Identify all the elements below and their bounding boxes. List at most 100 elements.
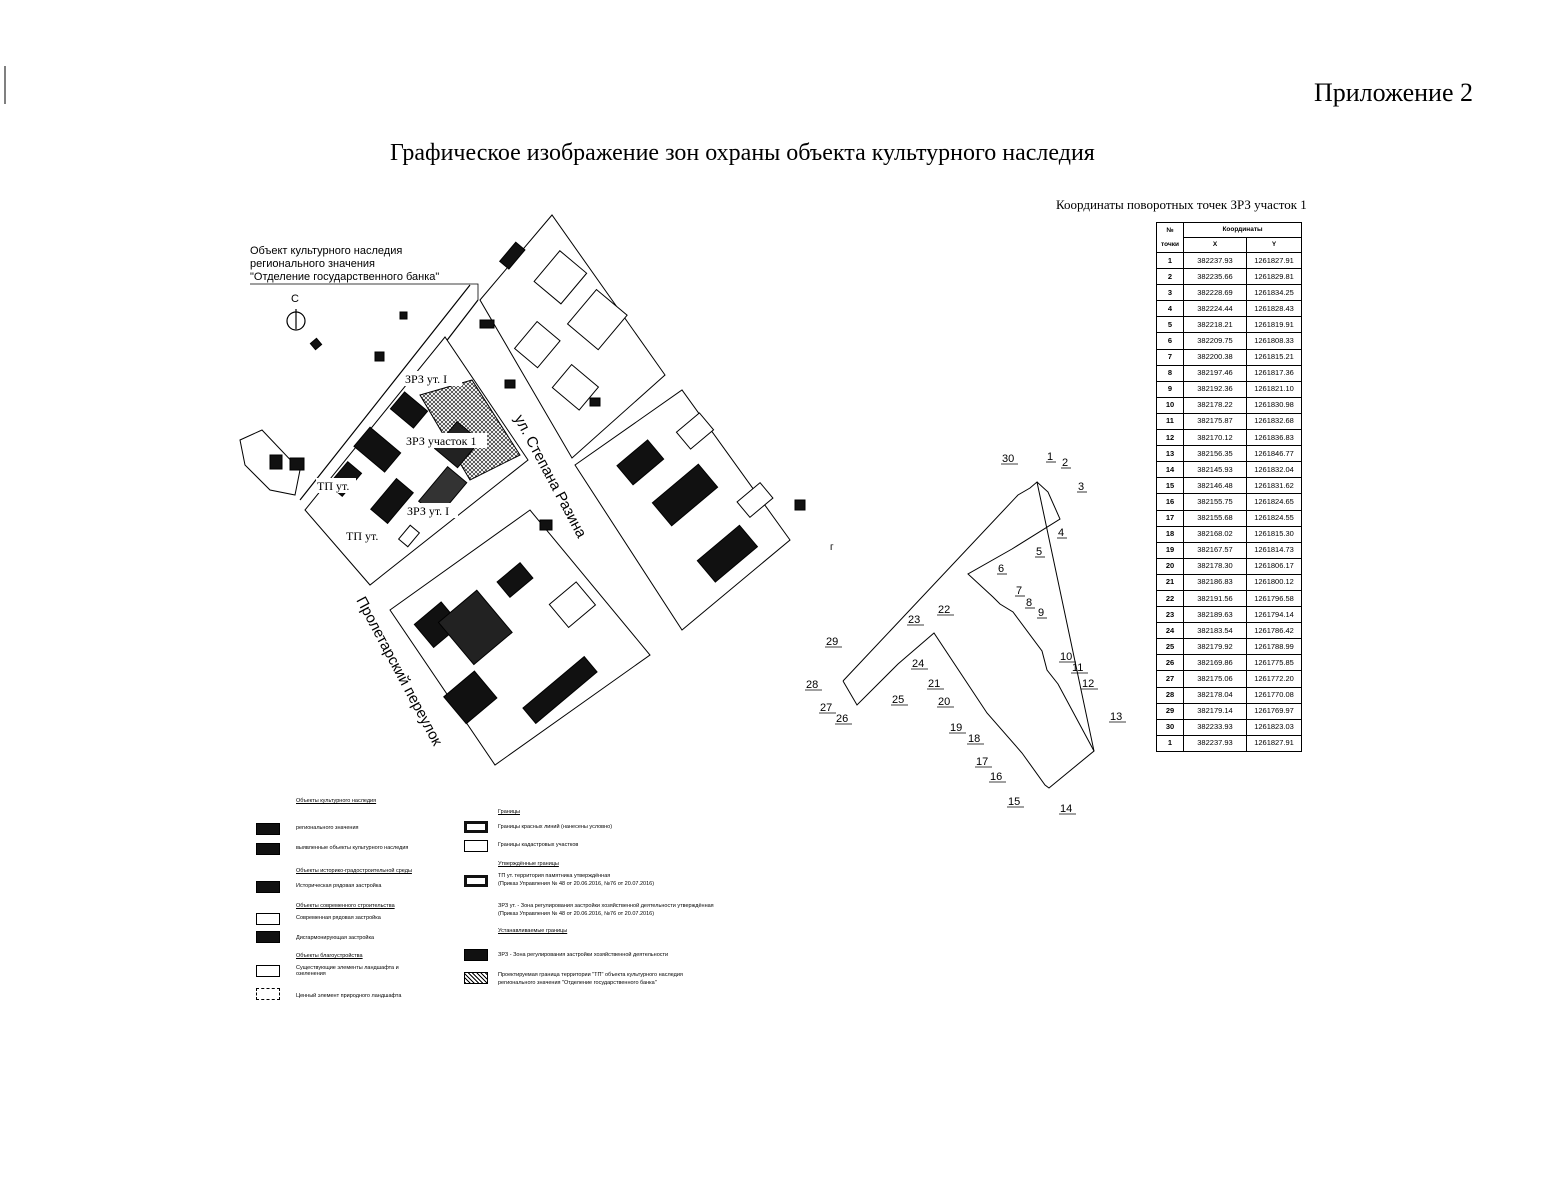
legend-landscape-existing: Существующие элементы ландшафта и озелен… [296,965,399,977]
coord-x: 382192.36 [1183,380,1247,398]
zone-label-zrz-ut-lower: ЗРЗ ут. I [407,504,449,518]
coord-y: 1261819.91 [1246,316,1302,334]
legend-swatch-zrz [464,949,488,961]
coord-y: 1261814.73 [1246,541,1302,559]
object-caption-line-1: Объект культурного наследия [250,245,402,257]
scheme-point-label: 7 [1016,585,1022,597]
zone-label-zrz-uchastok: ЗРЗ участок 1 [406,434,476,448]
coord-y: 1261827.91 [1246,734,1302,752]
legend-swatch-red-lines [464,821,488,833]
coord-y: 1261786.42 [1246,622,1302,640]
point-number: 17 [1156,509,1184,527]
header-x: X [1183,237,1247,253]
block-south [389,509,651,766]
point-number: 29 [1156,702,1184,720]
legend-heading-modern: Объекты современного строительства [296,903,395,909]
point-number: 30 [1156,718,1184,736]
point-number: 6 [1156,332,1184,350]
scheme-point-label: 10 [1060,651,1072,663]
legend-swatch-valuable [256,988,280,1000]
block-east [574,389,806,631]
legend-swatch-identified [256,843,280,855]
scheme-point-label: 5 [1036,546,1042,558]
scheme-point-label: 27 [820,702,832,714]
scheme-point-label: 8 [1026,597,1032,609]
point-number: 15 [1156,477,1184,495]
coord-y: 1261832.68 [1246,412,1302,431]
coord-x: 382175.06 [1183,670,1247,688]
coord-y: 1261832.04 [1246,461,1302,479]
point-number: 4 [1156,300,1184,318]
coord-y: 1261817.36 [1246,364,1302,382]
coordinates-caption: Координаты поворотных точек ЗРЗ участок … [1056,197,1307,212]
legend-swatch-dissonant [256,931,280,943]
point-number: 12 [1156,429,1184,447]
map-mark: г [830,542,834,553]
point-number: 19 [1156,541,1184,559]
coord-y: 1261823.03 [1246,718,1302,736]
coord-x: 382178.30 [1183,557,1247,575]
coord-y: 1261796.58 [1246,589,1302,608]
coord-x: 382237.93 [1183,734,1247,752]
point-number: 28 [1156,686,1184,704]
north-label: С [291,293,299,305]
legend-red-lines: Границы красных линий (нанесены условно) [498,824,613,830]
coord-y: 1261829.81 [1246,268,1302,286]
coord-x: 382178.04 [1183,686,1247,704]
legend-swatch-regional [256,823,280,835]
coord-y: 1261831.62 [1246,477,1302,495]
scheme-point-label: 17 [976,756,988,768]
coord-x: 382200.38 [1183,348,1247,366]
scheme-point-label: 11 [1072,662,1083,674]
point-number: 2 [1156,268,1184,286]
legend-projected-2: регионального значения "Отделение госуда… [498,980,657,986]
point-number: 10 [1156,396,1184,414]
coord-x: 382237.93 [1183,251,1247,270]
scheme-point-label: 20 [938,696,950,708]
point-number: 23 [1156,606,1184,624]
zone-label-zrz-ut: ЗРЗ ут. I [405,372,447,386]
coord-y: 1261769.97 [1246,702,1302,720]
coord-y: 1261815.30 [1246,525,1302,543]
coord-x: 382175.87 [1183,412,1247,431]
coord-y: 1261788.99 [1246,638,1302,656]
coord-x: 382146.48 [1183,477,1247,495]
legend-historic-row: Историческая рядовая застройка [296,883,382,889]
coord-x: 382197.46 [1183,364,1247,382]
legend-regional: регионального значения [296,825,359,831]
point-number: 1 [1156,734,1184,752]
legend-modern-row: Современная рядовая застройка [296,915,381,921]
coord-x: 382189.63 [1183,606,1247,624]
coord-x: 382233.93 [1183,718,1247,736]
legend-zrz-approved: ЗРЗ ут. - Зона регулирования застройки х… [498,903,714,909]
legend-heading-established: Устанавливаемые границы [498,928,568,934]
header-y: Y [1246,237,1302,253]
point-number: 7 [1156,348,1184,366]
coord-y: 1261828.43 [1246,300,1302,318]
legend-heading-borders: Границы [498,809,520,815]
scheme-point-label: 3 [1078,481,1084,493]
point-number: 1 [1156,251,1184,270]
scheme-point-label: 13 [1110,711,1122,723]
scheme-point-label: 9 [1038,607,1044,619]
coord-x: 382228.69 [1183,284,1247,302]
coord-x: 382168.02 [1183,525,1247,543]
coord-x: 382178.22 [1183,396,1247,414]
object-caption: Объект культурного наследия региональног… [250,245,479,300]
zone-labels: ЗРЗ ут. I ЗРЗ участок 1 ЗРЗ ут. I ТП ут.… [316,371,487,543]
scheme-point-label: 16 [990,771,1002,783]
